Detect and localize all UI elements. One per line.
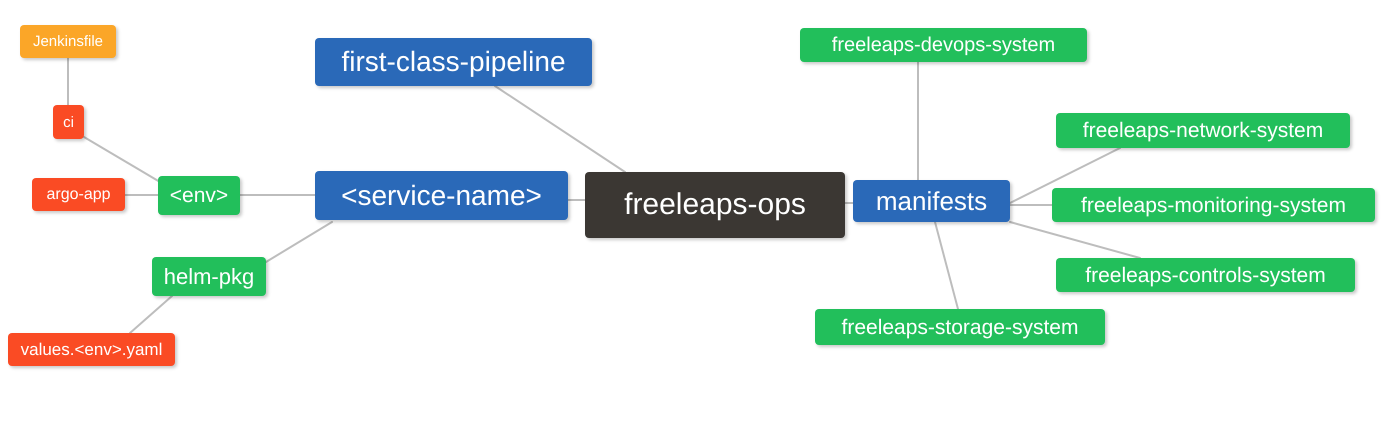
node-freeleaps-monitoring-system[interactable]: freeleaps-monitoring-system (1052, 188, 1375, 222)
node-label-argo-app: argo-app (46, 185, 111, 203)
node-label-helm-pkg: helm-pkg (163, 263, 255, 289)
node-freeleaps-controls-system[interactable]: freeleaps-controls-system (1056, 258, 1355, 292)
node-ci[interactable]: ci (53, 105, 84, 139)
node-manifests[interactable]: manifests (853, 180, 1010, 222)
edge-ci-to-env (83, 136, 161, 183)
edge-first-class-pipeline-to-freeleaps-ops (494, 85, 626, 173)
node-label-manifests: manifests (875, 186, 988, 216)
node-helm-pkg[interactable]: helm-pkg (152, 257, 266, 296)
edge-helm-pkg-to-values-env-yaml (129, 295, 173, 334)
node-label-service-name: <service-name> (341, 179, 542, 211)
node-first-class-pipeline[interactable]: first-class-pipeline (315, 38, 592, 86)
node-freeleaps-storage-system[interactable]: freeleaps-storage-system (815, 309, 1105, 345)
node-argo-app[interactable]: argo-app (32, 178, 125, 211)
edge-manifests-to-freeleaps-storage-system (934, 221, 959, 310)
node-label-freeleaps-ops: freeleaps-ops (624, 188, 806, 221)
node-label-ci: ci (63, 113, 74, 131)
node-service-name[interactable]: <service-name> (315, 171, 568, 220)
node-label-values-env-yaml: values.<env>.yaml (20, 340, 163, 359)
node-freeleaps-devops-system[interactable]: freeleaps-devops-system (800, 28, 1087, 62)
node-label-freeleaps-network-system: freeleaps-network-system (1082, 119, 1324, 142)
node-freeleaps-network-system[interactable]: freeleaps-network-system (1056, 113, 1350, 148)
edge-manifests-to-freeleaps-controls-system (1009, 221, 1141, 259)
node-label-jenkinsfile: Jenkinsfile (32, 33, 104, 50)
node-label-first-class-pipeline: first-class-pipeline (341, 46, 566, 77)
node-env[interactable]: <env> (158, 176, 240, 215)
node-label-freeleaps-monitoring-system: freeleaps-monitoring-system (1081, 193, 1346, 217)
node-jenkinsfile[interactable]: Jenkinsfile (20, 25, 116, 58)
node-label-freeleaps-devops-system: freeleaps-devops-system (831, 34, 1056, 56)
node-values-env-yaml[interactable]: values.<env>.yaml (8, 333, 175, 366)
node-label-freeleaps-controls-system: freeleaps-controls-system (1085, 263, 1326, 287)
edge-service-name-to-helm-pkg (265, 221, 333, 263)
node-freeleaps-ops[interactable]: freeleaps-ops (585, 172, 845, 238)
node-label-freeleaps-storage-system: freeleaps-storage-system (841, 315, 1079, 339)
node-label-env: <env> (169, 184, 229, 207)
